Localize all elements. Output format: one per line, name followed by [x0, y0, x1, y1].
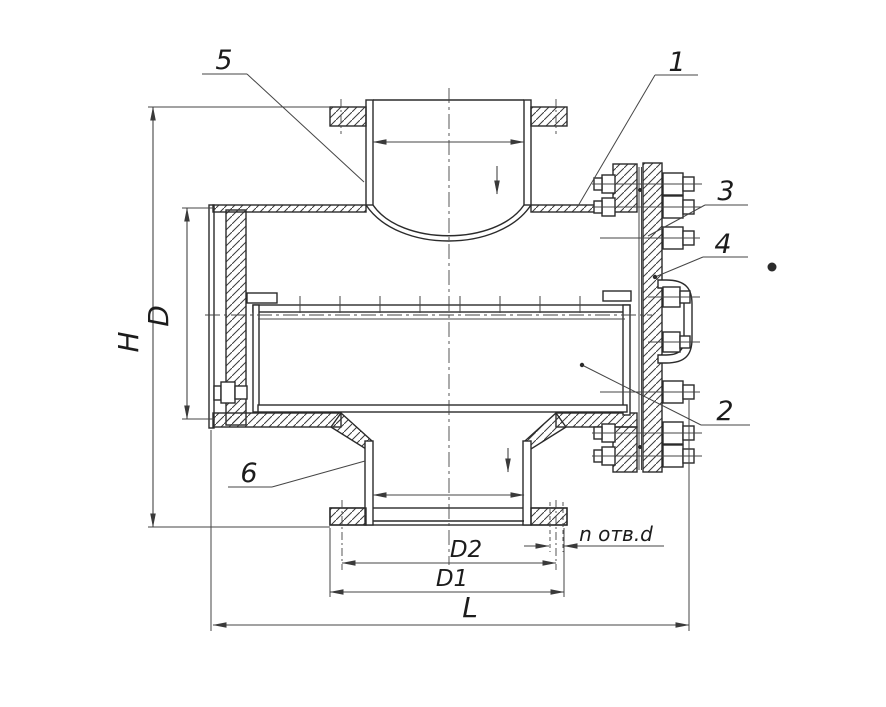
- cover-plate: [642, 162, 663, 473]
- dim-label-L: L: [462, 591, 478, 624]
- basket-screen-top: [252, 304, 631, 313]
- basket-wall-left: [252, 304, 260, 413]
- holes-note-label: n отв.d: [579, 522, 653, 546]
- callout-2-dot: [579, 362, 585, 368]
- callout-3-leader: [647, 204, 706, 237]
- screen-perforation-ticks: [299, 296, 581, 313]
- callout-6-label: 6: [240, 458, 257, 489]
- dimension-D2: D2: [341, 537, 557, 566]
- callout-5-leader: [246, 73, 365, 183]
- outlet-flange-left: [329, 507, 367, 526]
- bottom-outlet-nozzle: [329, 440, 568, 570]
- centerlines: [205, 88, 652, 565]
- head-bolt-head: [220, 381, 236, 404]
- left-head-outer-ring: [208, 204, 215, 429]
- callout-2-leader: [581, 364, 702, 426]
- inlet-flange-right: [530, 106, 568, 127]
- inlet-flange-left: [329, 106, 367, 127]
- artifact-dot: [767, 262, 777, 272]
- inlet-pipe-wall-right: [523, 99, 532, 206]
- callout-6-leader: [271, 460, 366, 488]
- basket-wall-right: [622, 304, 631, 416]
- dim-label-D: D: [142, 305, 175, 327]
- callout-4: 4: [652, 229, 748, 280]
- dim-label-D1: D1: [436, 566, 468, 592]
- outlet-pipe-wall-right: [522, 440, 532, 526]
- top-inlet-nozzle: [329, 99, 568, 242]
- basket-support-right: [602, 290, 632, 302]
- callout-2: 2: [579, 362, 750, 427]
- callout-5: 5: [202, 45, 365, 183]
- dimension-H: H: [112, 106, 330, 528]
- callout-3-label: 3: [717, 176, 734, 207]
- basket-support-left: [246, 292, 278, 304]
- head-bolt-washer: [213, 385, 222, 401]
- callout-4-label: 4: [714, 229, 731, 260]
- head-bolt-plate: [234, 385, 248, 400]
- dimension-holes: n отв.d: [524, 522, 664, 549]
- vessel-flange-ring-bottom: [612, 426, 638, 473]
- inlet-pipe-wall-left: [365, 99, 374, 206]
- basket-bottom: [257, 404, 628, 413]
- stud-end-bottom: [638, 445, 642, 449]
- callout-5-label: 5: [215, 45, 232, 76]
- filter-basket: [246, 290, 632, 416]
- callout-1-leader: [577, 74, 656, 207]
- vessel-flange-ring-top: [612, 163, 638, 213]
- bolt-centerlines: [592, 183, 702, 457]
- callout-6: 6: [228, 458, 366, 489]
- shell-bottom-wall-left: [212, 412, 342, 428]
- deflector-inner-curve: [372, 204, 525, 237]
- outlet-pipe-wall-left: [364, 440, 374, 526]
- deflector-outer-curve: [365, 204, 532, 242]
- cover-flange-assembly: [592, 162, 702, 473]
- dim-label-D2: D2: [450, 537, 482, 563]
- dimension-D: D: [142, 207, 215, 420]
- callout-1-label: 1: [668, 47, 685, 78]
- callout-4-leader: [654, 256, 704, 278]
- stud-end-top: [638, 188, 642, 192]
- shell-top-wall-left: [212, 204, 367, 213]
- outlet-flange-right: [530, 507, 568, 526]
- dimension-L: L: [210, 400, 690, 631]
- dimension-D1: D1: [329, 528, 565, 597]
- callout-1: 1: [577, 47, 698, 207]
- dim-label-H: H: [112, 331, 145, 352]
- callout-4-dot: [652, 274, 658, 280]
- callout-3: 3: [647, 176, 748, 237]
- callout-2-label: 2: [716, 396, 733, 427]
